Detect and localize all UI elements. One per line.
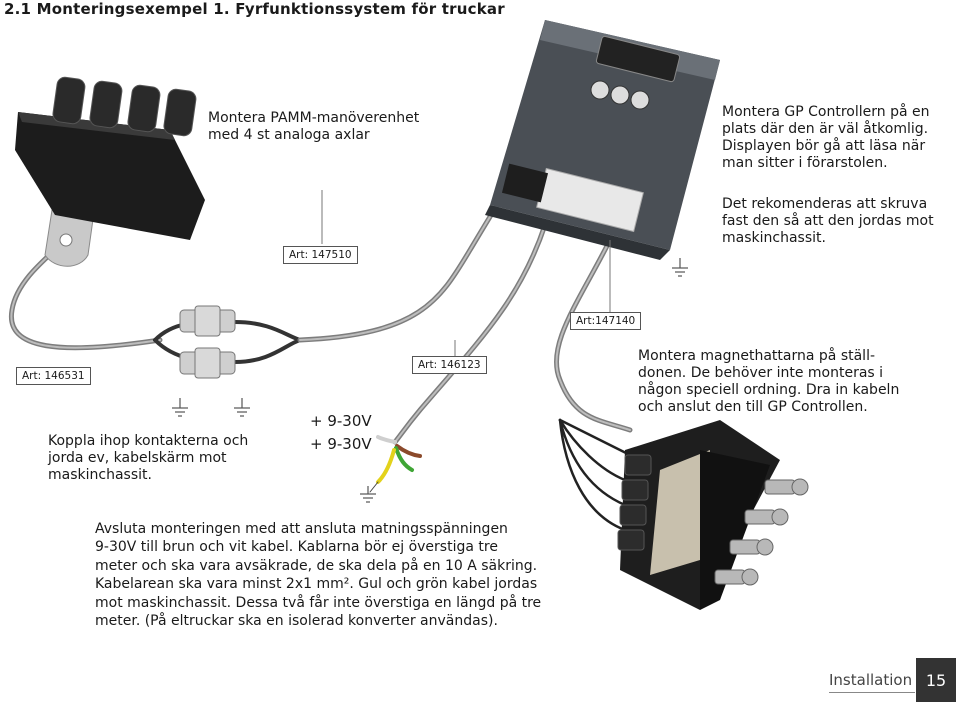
pamm-bracket xyxy=(44,204,96,267)
voltage-label-1: + 9-30V xyxy=(310,412,372,430)
tag-art-146531: Art: 146531 xyxy=(16,367,91,385)
valve-fittings xyxy=(714,478,809,586)
valve-center-bar xyxy=(650,450,710,575)
supply-wires xyxy=(369,435,422,493)
controller-button-up xyxy=(590,80,610,100)
valve-magnet-heads xyxy=(617,454,652,551)
note-finish: Avsluta monteringen med att ansluta matn… xyxy=(95,521,542,630)
ground-icon xyxy=(172,398,188,417)
note-magnets: Montera magnethattarna på ställ- donen. … xyxy=(638,348,900,415)
valve-block xyxy=(617,420,809,610)
page-heading: 2.1 Monteringsexempel 1. Fyrfunktionssys… xyxy=(4,0,505,18)
ground-icon xyxy=(360,486,376,503)
tag-art-147510: Art: 147510 xyxy=(283,246,358,264)
gp-controller xyxy=(485,20,720,260)
voltage-label-2: + 9-30V xyxy=(310,435,372,453)
footer-section-label: Installation xyxy=(829,671,913,689)
white-wire xyxy=(376,435,397,444)
ground-icon xyxy=(672,258,688,277)
note-connect: Koppla ihop kontakterna och jorda ev, ka… xyxy=(48,433,249,483)
controller-display xyxy=(595,35,681,83)
cable-connectors xyxy=(179,305,236,379)
ground-icon xyxy=(234,398,250,417)
footer-divider xyxy=(829,692,915,693)
pamm-levers xyxy=(52,76,197,137)
green-wire xyxy=(394,446,414,472)
pamm-body xyxy=(15,112,205,240)
controller-button-ok xyxy=(610,85,630,105)
pamm-unit xyxy=(15,76,205,267)
tag-art-147140: Art:147140 xyxy=(570,312,642,330)
brown-wire xyxy=(395,444,422,458)
yellow-wire xyxy=(376,448,396,484)
note-screw: Det rekomenderas att skruva fast den så … xyxy=(722,196,934,246)
valve-cable xyxy=(553,237,633,433)
supply-cable xyxy=(392,222,548,445)
note-gp-controller: Montera GP Controllern på en plats där d… xyxy=(722,104,930,171)
controller-button-down xyxy=(630,90,650,110)
page-number: 15 xyxy=(916,658,956,702)
tag-art-146123: Art: 146123 xyxy=(412,356,487,374)
ground-symbols xyxy=(172,258,688,503)
note-pamm: Montera PAMM-manöverenhet med 4 st analo… xyxy=(208,110,420,143)
